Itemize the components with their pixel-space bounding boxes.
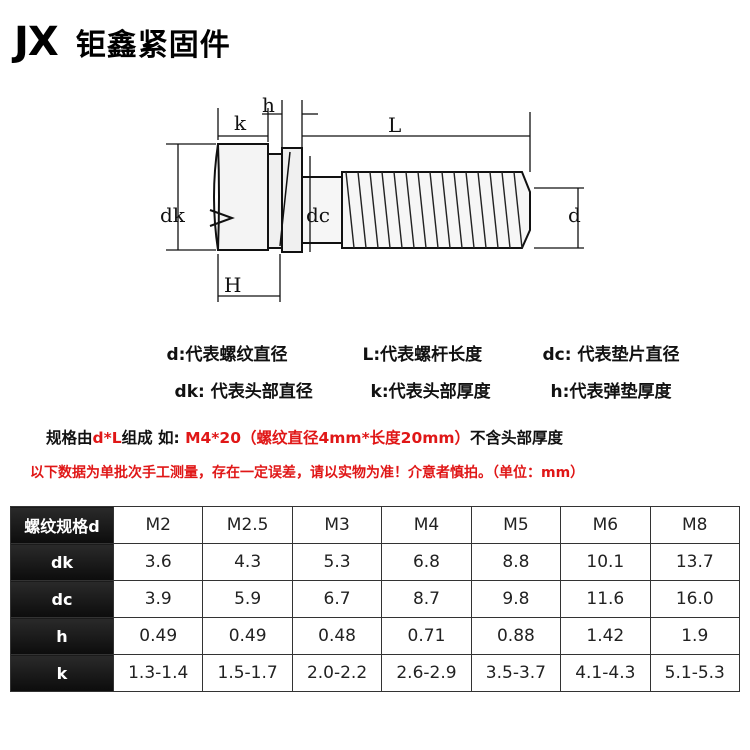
table-cell: 2.0-2.2: [291, 654, 383, 692]
table-cell: 0.88: [470, 617, 562, 655]
spec-description: 规格由d*L组成 如: M4*20（螺纹直径4mm*长度20mm）不含头部厚度: [46, 426, 563, 448]
header: JX 钜鑫紧固件: [14, 14, 231, 70]
table-cell: 0.49: [112, 617, 204, 655]
table-cell: 5.3: [291, 543, 383, 581]
screw-head: [216, 143, 269, 251]
table-cell: 4.1-4.3: [560, 654, 651, 692]
measurement-notice: 以下数据为单批次手工测量，存在一定误差，请以实物为准！介意者慎拍。（单位：mm）: [30, 465, 585, 481]
table-header-label: 螺纹规格d: [10, 506, 114, 544]
table-row: dc 3.9 5.9 6.7 8.7 9.8 11.6 16.0: [10, 580, 741, 618]
legend-L: L:代表螺杆长度: [362, 345, 483, 365]
table-row: dk 3.6 4.3 5.3 6.8 8.8 10.1 13.7: [10, 543, 741, 581]
table-cell: 1.3-1.4: [112, 654, 204, 692]
spec-middle: 组成 如:: [121, 429, 186, 447]
legend-dc: dc: 代表垫片直径: [542, 345, 680, 365]
table-cell: 9.8: [470, 580, 562, 618]
table-cell: 5.1-5.3: [649, 654, 741, 692]
table-cell: 6.8: [381, 543, 472, 581]
row-label: dk: [10, 543, 114, 581]
legend-row-1: d:代表螺纹直径 L:代表螺杆长度 dc: 代表垫片直径: [0, 340, 750, 365]
table-cell: 3.9: [112, 580, 204, 618]
label-k: k: [234, 111, 247, 135]
label-L: L: [388, 113, 401, 137]
table-row: k 1.3-1.4 1.5-1.7 2.0-2.2 2.6-2.9 3.5-3.…: [10, 654, 741, 692]
screw-thread: [341, 171, 531, 249]
spec-example: M4*20（螺纹直径4mm*长度20mm）: [185, 429, 471, 447]
table-row: h 0.49 0.49 0.48 0.71 0.88 1.42 1.9: [10, 617, 741, 655]
label-d: d: [568, 203, 581, 227]
size-cell: M6: [560, 506, 651, 544]
spec-formula: d*L: [92, 429, 122, 447]
table-cell: 0.71: [381, 617, 472, 655]
legend-d: d:代表螺纹直径: [166, 345, 288, 365]
legend-row-2: dk: 代表头部直径 k:代表头部厚度 h:代表弹垫厚度: [0, 377, 750, 402]
label-dk: dk: [160, 203, 186, 227]
size-cell: M3: [291, 506, 383, 544]
size-cell: M8: [649, 506, 741, 544]
table-cell: 13.7: [649, 543, 741, 581]
screw-shank: [301, 176, 343, 244]
table-header-row: 螺纹规格d M2 M2.5 M3 M4 M5 M6 M8: [10, 506, 741, 544]
row-label: dc: [10, 580, 114, 618]
size-cell: M4: [381, 506, 472, 544]
table-cell: 10.1: [560, 543, 651, 581]
table-cell: 0.48: [291, 617, 383, 655]
table-cell: 8.8: [470, 543, 562, 581]
table-cell: 16.0: [649, 580, 741, 618]
brand-logo: JX: [14, 19, 59, 65]
row-label: h: [10, 617, 114, 655]
legend-dk: dk: 代表头部直径: [174, 382, 313, 402]
label-h: h: [262, 93, 275, 117]
table-cell: 11.6: [560, 580, 651, 618]
spring-washer: [267, 153, 283, 249]
table-cell: 1.42: [560, 617, 651, 655]
size-cell: M5: [470, 506, 562, 544]
spec-suffix: 不含头部厚度: [470, 429, 564, 447]
brand-name: 钜鑫紧固件: [75, 28, 231, 63]
spec-prefix: 规格由: [46, 429, 93, 447]
size-cell: M2: [112, 506, 204, 544]
label-dc: dc: [306, 203, 330, 227]
table-cell: 6.7: [291, 580, 383, 618]
table-cell: 5.9: [202, 580, 293, 618]
table-cell: 1.9: [649, 617, 741, 655]
table-cell: 3.5-3.7: [470, 654, 562, 692]
size-cell: M2.5: [202, 506, 293, 544]
table-cell: 3.6: [112, 543, 204, 581]
legend-h: h:代表弹垫厚度: [550, 382, 672, 402]
table-cell: 1.5-1.7: [202, 654, 293, 692]
table-cell: 2.6-2.9: [381, 654, 472, 692]
label-H: H: [224, 273, 241, 297]
table-cell: 8.7: [381, 580, 472, 618]
row-label: k: [10, 654, 114, 692]
legend-k: k:代表头部厚度: [370, 382, 491, 402]
screw-diagram: k h L dk dc d H: [160, 93, 584, 302]
spec-table: 螺纹规格d M2 M2.5 M3 M4 M5 M6 M8 dk 3.6 4.3 …: [10, 506, 741, 692]
table-cell: 4.3: [202, 543, 293, 581]
table-cell: 0.49: [202, 617, 293, 655]
